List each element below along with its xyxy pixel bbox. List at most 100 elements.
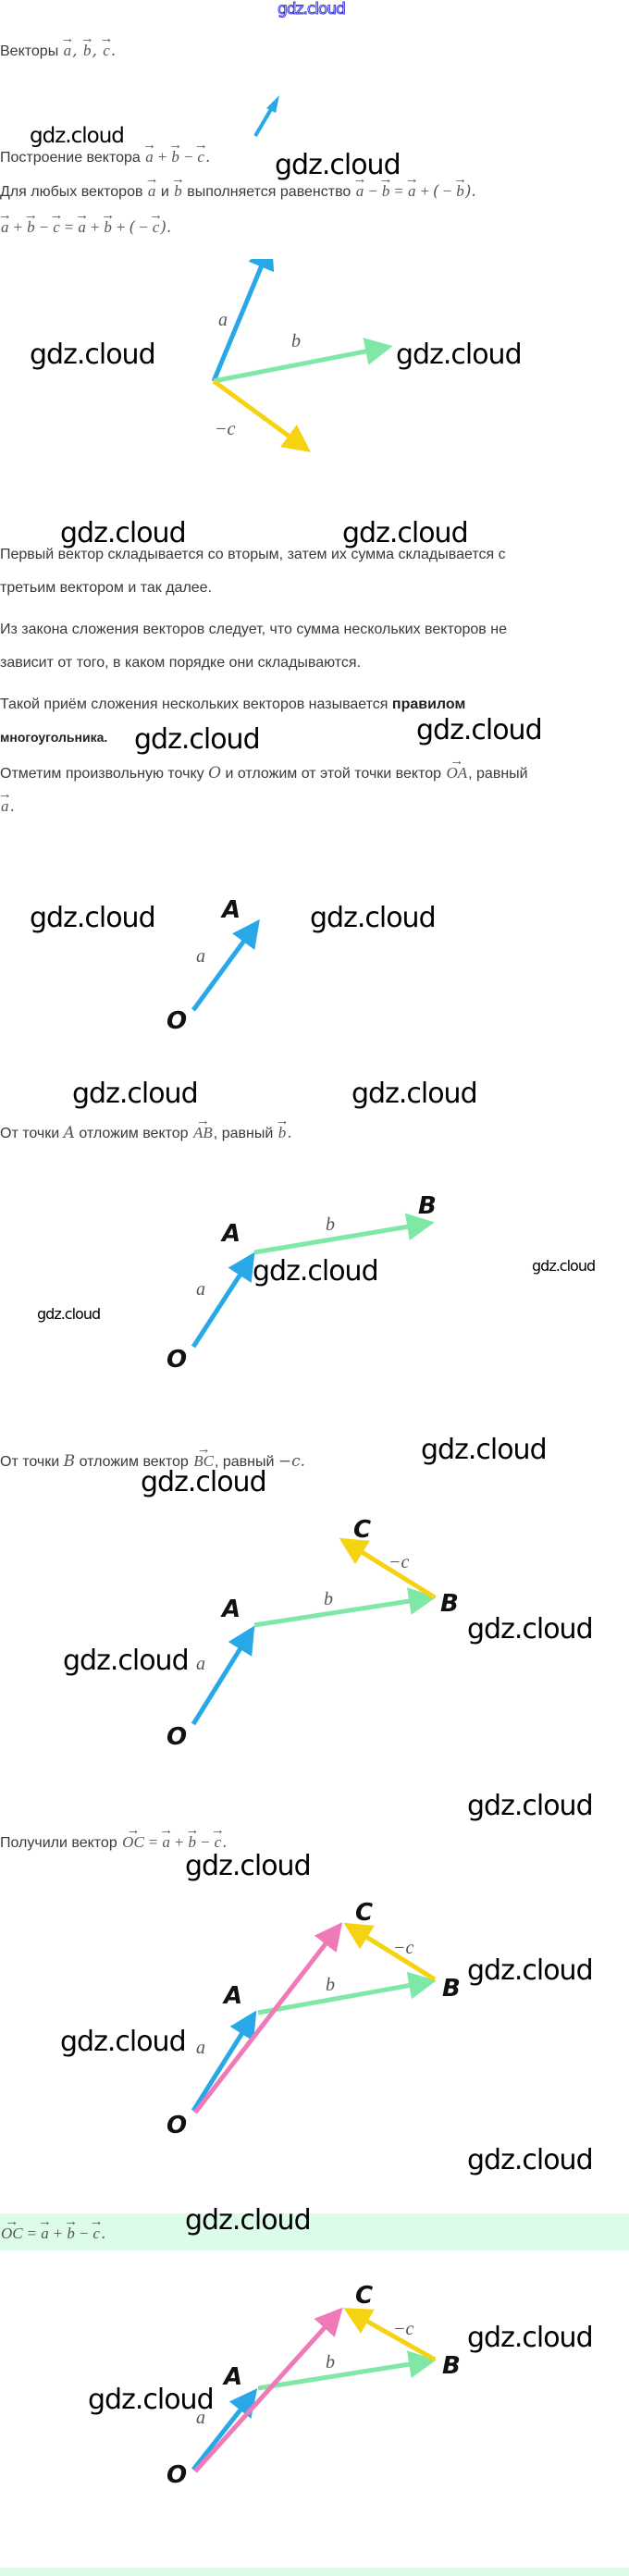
label-minus-c: −c [215,419,235,439]
step-text: От точки [0,1454,60,1470]
paragraph-line: Первый вектор складывается со вторым, за… [0,547,506,562]
step-text: От точки [0,1126,60,1141]
watermark: gdz.cloud [352,1078,478,1110]
vector-arrow [343,1922,437,1982]
vector-oa: OA [445,764,468,783]
watermark: gdz.cloud [396,339,523,371]
label-a: a [196,946,205,967]
label-a: a [196,2038,205,2058]
result-highlight: OC=a+b−c. [0,2213,629,2250]
term-bold: многоугольника. [0,730,108,745]
vector-b: b [103,218,113,237]
vector-a: a [407,182,417,201]
step-text: , равный [468,766,528,782]
vector-b: b [66,2225,76,2243]
paragraph-line: Из закона сложения векторов следует, что… [0,622,507,637]
identity-tail: выполняется равенство [187,184,352,200]
point-b: B [440,1590,459,1618]
vector-c: c [214,1833,223,1852]
vector-arrow [191,2388,258,2471]
watermark: gdz.cloud [37,1305,101,1323]
vector-a: a [147,182,157,201]
label-b: b [324,1589,333,1609]
vector-minus-c-arrow [212,378,312,452]
vector-c: c [196,148,205,166]
paragraph-line: Такой приём сложения нескольких векторов… [0,696,465,714]
point-c: C [355,1899,373,1927]
label-b: b [326,1214,335,1235]
vector-arrow [193,2307,343,2473]
watermark: gdz.cloud [253,1255,379,1288]
vector-a: a [63,42,73,60]
watermark: gdz.cloud [30,339,156,371]
point-c: C [355,2282,373,2310]
point-b: B [442,1975,461,2003]
result-text: Получили вектор [0,1835,117,1851]
step-text: отложим вектор [79,1126,189,1141]
vector-a: a [40,2225,50,2243]
label-b: b [326,2352,335,2373]
result-line: Получили вектор OC=a+b−c. [0,1833,228,1853]
watermark: gdz.cloud [60,517,187,549]
point-o: O [166,2461,187,2489]
label-a: a [218,310,228,330]
watermark: gdz.cloud [342,517,469,549]
vector-b: b [26,218,36,237]
vector-oc: OC [0,2225,24,2243]
vector-a-arrow [211,259,275,382]
label-b: b [326,1975,335,1995]
point-o: O [208,764,222,783]
vector-arrow [191,1251,255,1349]
vector-minus-c: −c [278,1452,301,1471]
watermark: gdz.cloud [63,1645,190,1677]
vector-a: a [0,218,10,237]
identity-line: Для любых векторов a и b выполняется рав… [0,182,476,202]
vector-arrow [257,2350,437,2391]
paragraph-line: третьим вектором и так далее. [0,580,213,596]
point-a: A [63,1124,75,1142]
watermark: gdz.cloud [278,0,347,18]
watermark: gdz.cloud [310,902,437,934]
watermark: gdz.cloud [467,2322,594,2354]
label-minus-c: −c [393,2319,413,2339]
vector-arrow [191,1625,255,1726]
vector-a: a [355,182,365,201]
construction-line: Построение вектора a+b−c. [0,148,210,167]
step-text: , равный [213,1126,274,1141]
equation-line: a+b−c=a+b+(−c). [0,218,171,238]
vector-arrow [253,1213,435,1255]
vector-arrow [191,918,260,1012]
vector-b: b [82,42,92,60]
paragraph-line: зависит от того, в каком порядке они скл… [0,655,362,671]
step1-line: Отметим произвольную точку O и отложим о… [0,764,528,783]
label-minus-c: −c [393,1938,413,1958]
point-o: O [166,1346,187,1374]
label-a: a [196,1279,205,1300]
watermark: gdz.cloud [30,902,156,934]
vector-arrow [253,1587,437,1628]
vector-arrow [257,1971,437,2015]
step1-line-2: a. [0,797,15,817]
point-a: A [222,2363,242,2391]
watermark: gdz.cloud [467,2144,594,2176]
watermark: gdz.cloud [532,1257,596,1275]
watermark: gdz.cloud [60,2026,187,2058]
watermark: gdz.cloud [185,1850,312,1882]
term-bold: правилом [391,696,466,712]
result-formula: OC=a+b−c. [0,2225,105,2244]
label-b: b [291,331,301,351]
vector-a: a [144,148,154,166]
watermark: gdz.cloud [72,1078,199,1110]
point-b: B [63,1452,76,1471]
point-o: O [166,1007,187,1035]
watermark: gdz.cloud [467,1613,594,1645]
watermark: gdz.cloud [416,714,543,746]
vector-b-arrow [213,338,393,384]
identity-conj: и [160,184,169,200]
point-a: A [222,1982,242,2010]
vector-c: c [102,42,111,60]
point-c: C [353,1516,371,1544]
watermark: gdz.cloud [141,1466,267,1498]
vector-c: c [52,218,61,237]
diagram-final: A B C O a b −c [166,2282,461,2489]
